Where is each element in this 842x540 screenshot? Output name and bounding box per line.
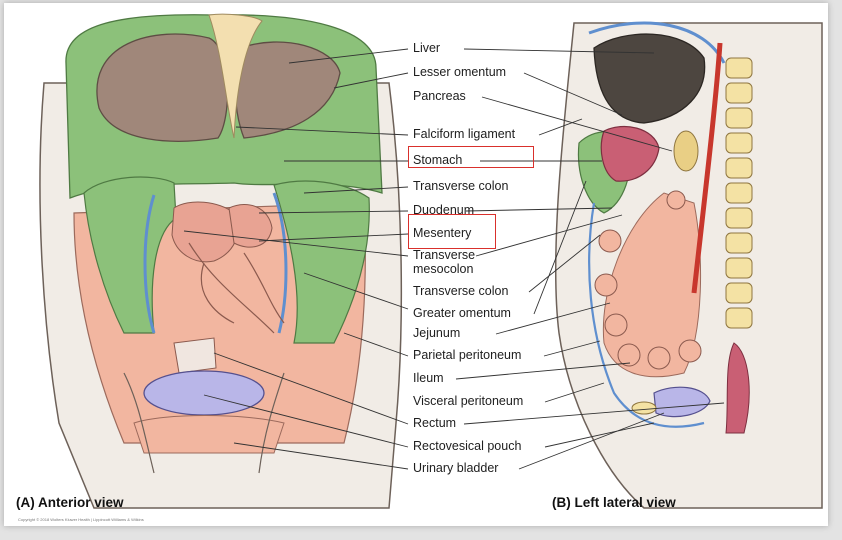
- label-rectovesical-pouch: Rectovesical pouch: [413, 439, 522, 453]
- caption-left-lateral-view: (B) Left lateral view: [552, 495, 676, 510]
- label-urinary-bladder: Urinary bladder: [413, 461, 499, 475]
- label-transverse-colon-upper: Transverse colon: [413, 179, 509, 193]
- anatomy-figure: Liver Lesser omentum Pancreas Falciform …: [4, 3, 828, 526]
- label-greater-omentum: Greater omentum: [413, 306, 511, 320]
- lateral-view-illustration: [554, 21, 823, 509]
- label-liver: Liver: [413, 41, 441, 55]
- label-pancreas: Pancreas: [413, 89, 466, 103]
- label-duodenum: Duodenum: [413, 203, 475, 217]
- anterior-view-illustration: [39, 13, 403, 509]
- caption-anterior-view: (A) Anterior view: [16, 495, 124, 510]
- label-rectum: Rectum: [413, 416, 457, 430]
- copyright-text: Copyright © 2018 Wolters Kluwer Health |…: [18, 517, 144, 522]
- label-mesentery: Mesentery: [413, 226, 472, 240]
- highlight-box-stomach: [408, 146, 534, 168]
- label-ileum: Ileum: [413, 371, 444, 385]
- leader-lines: [183, 48, 725, 470]
- anatomy-illustration: [39, 13, 823, 509]
- label-falciform-ligament: Falciform ligament: [413, 127, 516, 141]
- label-transverse: Transverse: [413, 248, 476, 262]
- label-stomach: Stomach: [413, 153, 463, 167]
- label-visceral-peritoneum: Visceral peritoneum: [413, 394, 524, 408]
- label-lesser-omentum: Lesser omentum: [413, 65, 507, 79]
- label-jejunum: Jejunum: [413, 326, 461, 340]
- highlight-box-mesentery: [408, 214, 496, 249]
- label-transverse-colon-lower: Transverse colon: [413, 284, 509, 298]
- label-parietal-peritoneum: Parietal peritoneum: [413, 348, 522, 362]
- label-mesocolon: mesocolon: [413, 262, 474, 276]
